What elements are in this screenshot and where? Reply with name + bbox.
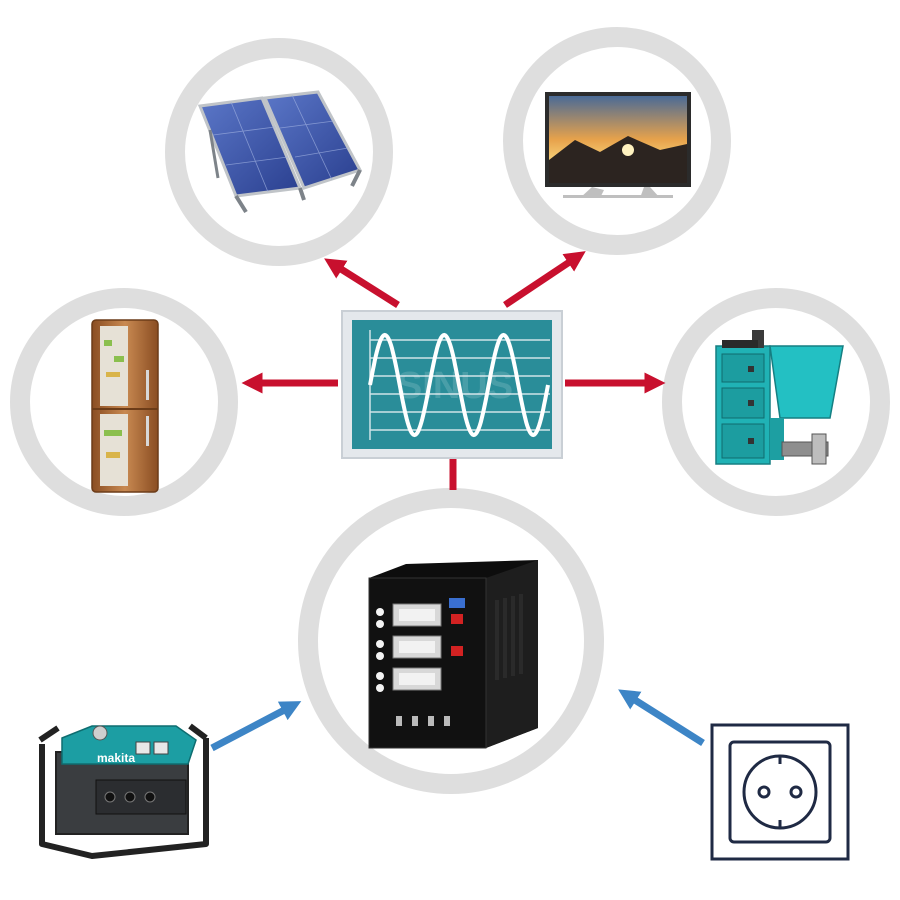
sine-wave-display: SINUS [342,311,562,458]
ring-boiler [672,298,880,506]
solar-panel-icon [200,92,360,212]
arrow-from-generator [212,706,292,748]
power-outlet-icon [712,725,848,859]
arrow-from-outlet [627,695,703,743]
fridge-icon [92,320,158,492]
arrow-to-tv [505,257,577,305]
arrow-to-solar [333,264,398,305]
tv-icon [545,92,691,198]
voltage-stabilizer-icon [369,560,538,748]
generator-icon: makita [40,726,206,856]
pellet-boiler-icon [716,330,843,464]
stabilizer-meters [393,604,441,690]
generator-brand-label: makita [97,751,135,765]
watermark-text: SINUS [397,365,513,407]
